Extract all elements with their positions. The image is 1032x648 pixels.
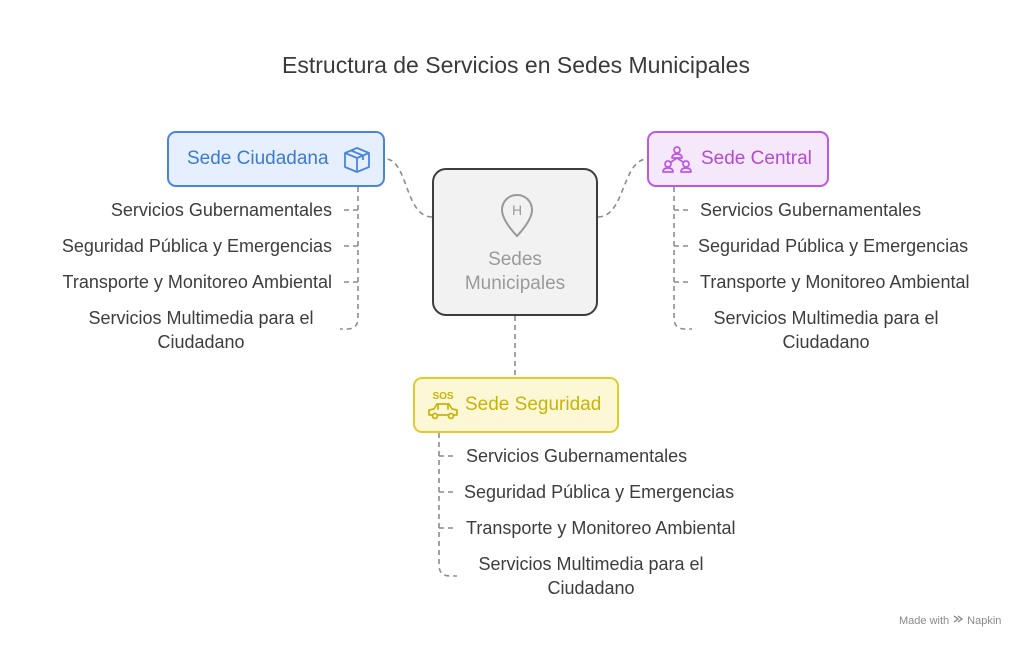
list-item: Servicios Gubernamentales	[110, 200, 332, 220]
diagram-title: Estructura de Servicios en Sedes Municip…	[282, 52, 750, 78]
list-item: Transporte y Monitoreo Ambiental	[466, 518, 736, 538]
list-item-line1: Servicios Multimedia para el	[478, 554, 704, 574]
node-sede-seguridad[interactable]: SOS Sede Seguridad	[413, 377, 619, 433]
list-item-line2: Ciudadano	[157, 332, 245, 352]
list-item: Servicios Multimedia para el Ciudadano	[60, 306, 342, 354]
connector-center-central	[597, 158, 648, 218]
made-with-napkin-footer[interactable]: Made with Napkin	[899, 613, 1001, 628]
list-item-line2: Ciudadano	[547, 578, 635, 598]
center-label-line1: Sedes	[488, 249, 542, 270]
node-label: Sede Seguridad	[465, 394, 602, 415]
footer-brand: Napkin	[967, 614, 1002, 627]
list-item: Servicios Multimedia para el Ciudadano	[450, 552, 732, 600]
node-label: Sede Ciudadana	[187, 148, 329, 169]
list-item-line2: Ciudadano	[782, 332, 870, 352]
list-item: Servicios Multimedia para el Ciudadano	[685, 306, 967, 354]
connector-center-ciudadana	[385, 158, 433, 218]
box-icon	[341, 144, 373, 182]
svg-text:SOS: SOS	[432, 391, 453, 402]
node-sede-central[interactable]: Sede Central	[647, 131, 829, 187]
list-item: Transporte y Monitoreo Ambiental	[62, 272, 332, 292]
napkin-logo-icon	[952, 613, 964, 628]
footer-text: Made with	[899, 614, 950, 627]
list-item-line1: Servicios Multimedia para el	[713, 308, 939, 328]
list-item: Servicios Gubernamentales	[700, 200, 922, 220]
node-sede-ciudadana[interactable]: Sede Ciudadana	[167, 131, 385, 187]
center-node-sedes-municipales[interactable]: H Sedes Municipales	[432, 168, 598, 316]
list-item-line1: Servicios Multimedia para el	[88, 308, 314, 328]
people-network-icon	[661, 144, 693, 182]
sos-car-icon: SOS	[426, 388, 460, 430]
list-item: Seguridad Pública y Emergencias	[61, 236, 332, 256]
node-label: Sede Central	[701, 148, 812, 169]
list-item: Seguridad Pública y Emergencias	[698, 236, 969, 256]
list-item: Servicios Gubernamentales	[466, 446, 688, 466]
connector-ciudadana-trunk	[340, 187, 359, 330]
list-item: Transporte y Monitoreo Ambiental	[700, 272, 970, 292]
svg-text:H: H	[512, 202, 522, 218]
list-item: Seguridad Pública y Emergencias	[464, 482, 735, 502]
hospital-pin-icon: H	[500, 192, 534, 245]
center-label-line2: Municipales	[464, 273, 566, 294]
connector-central-trunk	[673, 187, 692, 330]
